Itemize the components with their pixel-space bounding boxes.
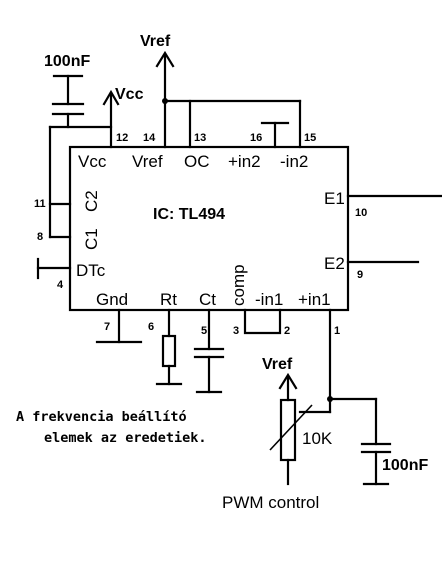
- pin-label-vcc: Vcc: [78, 152, 107, 171]
- pin-number-7: 7: [104, 321, 110, 333]
- pin-number-12: 12: [116, 132, 128, 144]
- vref-pot-label: Vref: [262, 356, 293, 373]
- pin-label-c2: C2: [82, 190, 101, 212]
- pin-label-vref: Vref: [132, 152, 163, 171]
- pin-label-gnd: Gnd: [96, 290, 128, 309]
- pwm-control-label: PWM control: [222, 493, 319, 512]
- pin-number-2: 2: [284, 325, 290, 337]
- pin-label-comp: comp: [229, 264, 248, 306]
- pin-label-c1: C1: [82, 228, 101, 250]
- pin-number-10: 10: [355, 207, 367, 219]
- in2-ground: [260, 121, 290, 149]
- pin-number-4: 4: [57, 279, 64, 291]
- decoupling-capacitor-top: [48, 74, 113, 129]
- note-line-2: elemek az eredetiek.: [44, 430, 207, 446]
- dtc-ground: [36, 257, 72, 280]
- pin-number-13: 13: [194, 132, 206, 144]
- pin-label-in2p: +in2: [228, 152, 261, 171]
- pin-label-dtc: DTc: [76, 261, 106, 280]
- pwm-input-network: [327, 308, 392, 486]
- note-line-1: A frekvencia beállító: [16, 409, 187, 425]
- pin-number-8: 8: [37, 231, 43, 243]
- cap-top-label: 100nF: [44, 53, 90, 70]
- ct-capacitor: [193, 308, 225, 394]
- pin-number-5: 5: [201, 325, 207, 337]
- pin-number-11: 11: [34, 198, 46, 210]
- rt-resistor: [155, 308, 183, 386]
- pin-label-e1: E1: [324, 189, 345, 208]
- chip-name: IC: TL494: [153, 206, 225, 223]
- comp-feedback-loop: [243, 308, 282, 335]
- vref-top-label: Vref: [140, 33, 171, 50]
- outputs: [346, 194, 442, 264]
- c1-c2-wiring: [48, 89, 120, 239]
- pin-label-e2: E2: [324, 254, 345, 273]
- pin-number-1: 1: [334, 325, 340, 337]
- pin-number-3: 3: [233, 325, 239, 337]
- cap-right-label: 100nF: [382, 457, 428, 474]
- pin-label-oc: OC: [184, 152, 210, 171]
- pin-number-15: 15: [304, 132, 316, 144]
- pin-number-6: 6: [148, 321, 154, 333]
- pot-value-label: 10K: [302, 429, 333, 448]
- pin-label-ct: Ct: [199, 290, 216, 309]
- pin-number-16: 16: [250, 132, 262, 144]
- vcc-supply-label: Vcc: [115, 86, 144, 103]
- potentiometer: [269, 372, 332, 486]
- pin-label-rt: Rt: [160, 290, 177, 309]
- pin-label-in2m: -in2: [280, 152, 308, 171]
- vref-supply-arrow: [155, 50, 302, 149]
- gnd-pin-wire: [95, 308, 143, 344]
- pin-label-in1p: +in1: [298, 290, 331, 309]
- pin-label-in1m: -in1: [255, 290, 283, 309]
- pin-number-9: 9: [357, 269, 363, 281]
- ic-body: [68, 145, 350, 312]
- pin-number-14: 14: [143, 132, 156, 144]
